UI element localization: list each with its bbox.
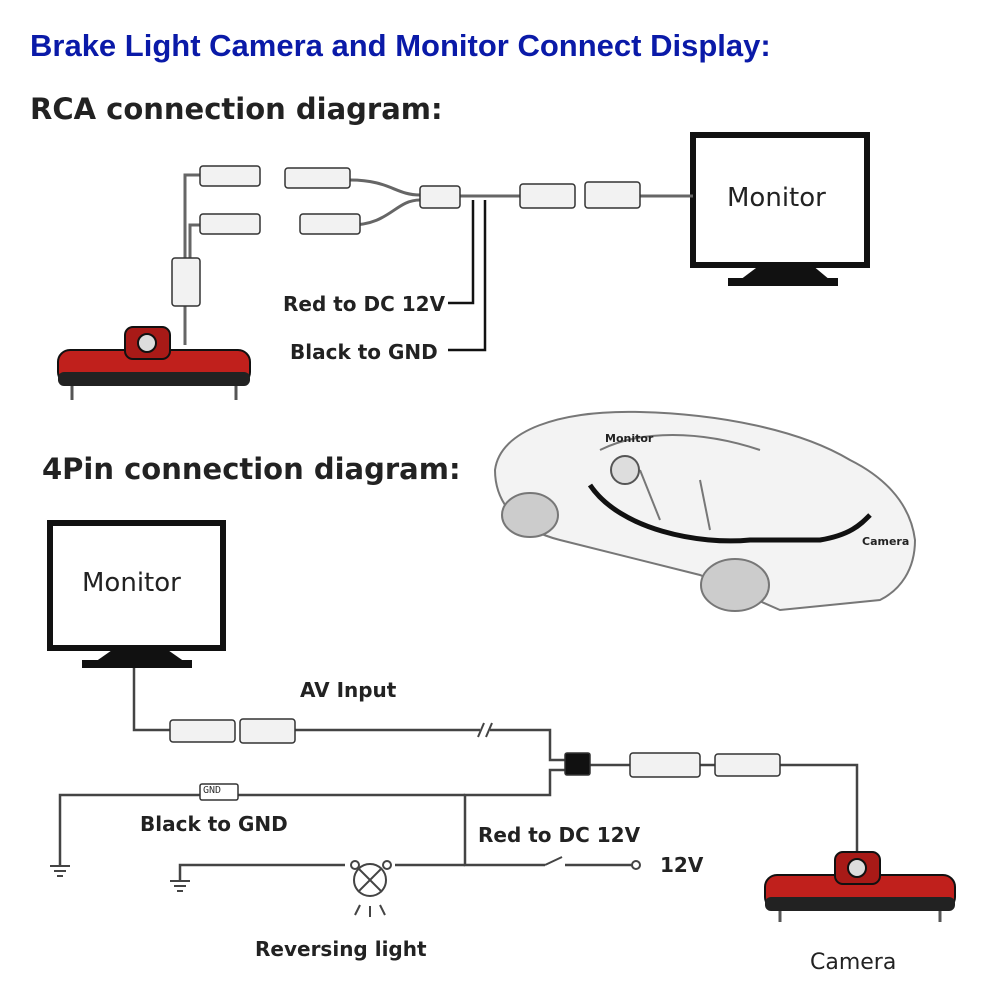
rca-monitor-label: Monitor [727,183,826,213]
rca-power-leads [448,200,487,352]
av-break-mark [477,722,493,738]
v12-label: 12V [660,853,704,877]
rca-heading: RCA connection diagram: [30,92,443,126]
car-illustration [493,410,917,612]
rca-brake-camera [57,326,251,400]
pin4-brake-camera [764,851,956,922]
pin4-wiring [58,668,859,880]
av-input-label: AV Input [300,678,397,702]
rca-black-label: Black to GND [290,340,438,364]
rca-monitor [690,132,870,286]
pin4-monitor-label: Monitor [82,568,181,598]
pin4-black-label: Black to GND [140,812,288,836]
rca-red-label: Red to DC 12V [283,292,446,316]
gnd-tag: GND [203,785,222,796]
reversing-light-label: Reversing light [255,937,427,961]
page-title: Brake Light Camera and Monitor Connect D… [30,28,771,63]
rca-cables [183,173,693,345]
pin4-red-label: Red to DC 12V [478,823,641,847]
reversing-light-bulb [350,860,392,917]
ground-symbols [50,865,190,892]
car-monitor-label: Monitor [605,432,654,445]
car-camera-label: Camera [862,535,910,548]
rca-connectors [171,165,641,307]
pin4-heading: 4Pin connection diagram: [42,452,461,486]
switch-symbol [544,856,641,870]
pin4-monitor [47,520,226,668]
pin4-camera-label: Camera [810,950,897,975]
pin4-connectors [169,718,781,801]
